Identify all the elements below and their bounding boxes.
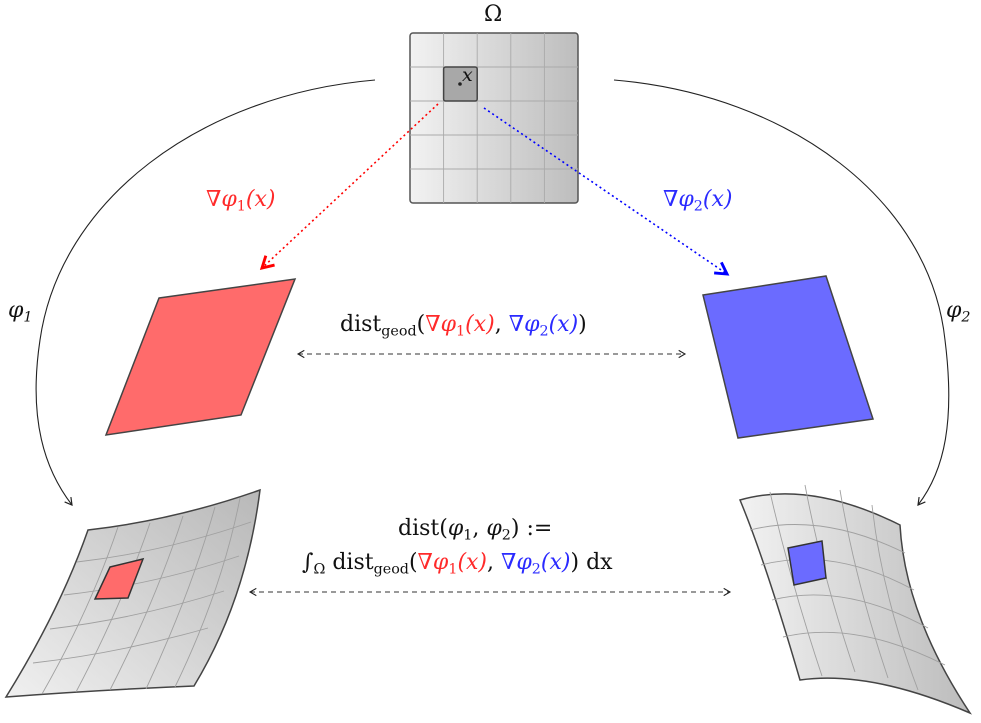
local-grad1-arg: (x) [465, 312, 495, 337]
grad1-index: 1 [236, 198, 246, 215]
local-grad2-index: 2 [539, 323, 549, 340]
grad1-nabla: ∇ [206, 187, 222, 212]
map2-arrow [613, 79, 950, 506]
local-dist-open: ( [416, 312, 426, 337]
point-label: x [462, 64, 473, 86]
global-grad2-phi: φ [516, 550, 532, 575]
global-geod-close: ) [570, 550, 580, 575]
map1-symbol: φ [8, 298, 24, 323]
local-grad2-nabla: ∇ [508, 312, 525, 337]
map2-index: 2 [961, 309, 971, 326]
global-dist-index2: 2 [501, 527, 511, 544]
grad2-label: ∇φ2(x) [663, 189, 732, 214]
grad2-arrow [483, 107, 730, 276]
map1-index: 1 [23, 309, 33, 326]
surface-1-patch [93, 557, 145, 600]
global-dist-index1: 1 [463, 527, 473, 544]
map1-label: φ1 [8, 300, 33, 325]
local-grad1-index: 1 [456, 323, 466, 340]
local-grad2-arg: (x) [548, 312, 579, 337]
global-grad1-arg: (x) [457, 550, 488, 575]
grad2-arg: (x) [702, 187, 733, 212]
global-geod-prefix: dist [332, 550, 374, 575]
global-geod-sep: , [487, 550, 502, 575]
global-grad2-index: 2 [531, 561, 541, 578]
grad1-parallelogram [104, 278, 297, 436]
local-distance-formula: distgeod(∇φ1(x), ∇φ2(x)) [340, 314, 587, 339]
local-dist-subscript: geod [381, 323, 417, 340]
global-grad1-phi: φ [432, 550, 449, 575]
integral-domain: Ω [313, 561, 326, 578]
global-distance-line2: ∫Ω distgeod(∇φ1(x), ∇φ2(x)) dx [302, 552, 613, 577]
grad1-arg: (x) [245, 187, 276, 212]
global-dist-sep: , [472, 516, 487, 541]
integral-dx: dx [586, 550, 613, 575]
global-distance-line1: dist(φ1, φ2) := [398, 518, 552, 543]
global-dist-phi1: φ [447, 516, 464, 541]
global-dist-phi2: φ [486, 516, 502, 541]
global-grad2-nabla: ∇ [501, 550, 517, 575]
local-grad1-phi: φ [440, 312, 456, 337]
grad2-nabla: ∇ [663, 187, 679, 212]
point-marker [458, 82, 462, 86]
grad1-arrow [259, 103, 439, 270]
local-grad1-nabla: ∇ [425, 312, 441, 337]
global-dist-prefix: dist( [398, 516, 448, 541]
global-grad1-nabla: ∇ [417, 550, 433, 575]
surface-1 [4, 488, 261, 698]
map1-arrow [35, 79, 376, 506]
local-dist-sep: , [494, 312, 509, 337]
global-grad1-index: 1 [448, 561, 458, 578]
grad2-phi: φ [678, 187, 694, 212]
global-dist-suffix: ) := [510, 516, 553, 541]
map2-label: φ2 [946, 300, 971, 325]
integral-sign: ∫ [302, 550, 314, 575]
local-dist-close: ) [578, 312, 587, 337]
local-dist-prefix: dist [340, 312, 382, 337]
global-geod-subscript: geod [373, 561, 409, 578]
surface-2-patch [787, 540, 827, 586]
grad2-quadrilateral [702, 275, 874, 439]
grad1-phi: φ [221, 187, 237, 212]
local-grad2-phi: φ [524, 312, 540, 337]
global-grad2-arg: (x) [540, 550, 571, 575]
domain-grid [409, 32, 579, 204]
map2-symbol: φ [946, 298, 962, 323]
surface-2 [738, 484, 973, 715]
domain-title: Ω [484, 2, 503, 27]
grad2-index: 2 [693, 198, 703, 215]
grad1-label: ∇φ1(x) [206, 189, 275, 214]
global-geod-open: ( [408, 550, 418, 575]
